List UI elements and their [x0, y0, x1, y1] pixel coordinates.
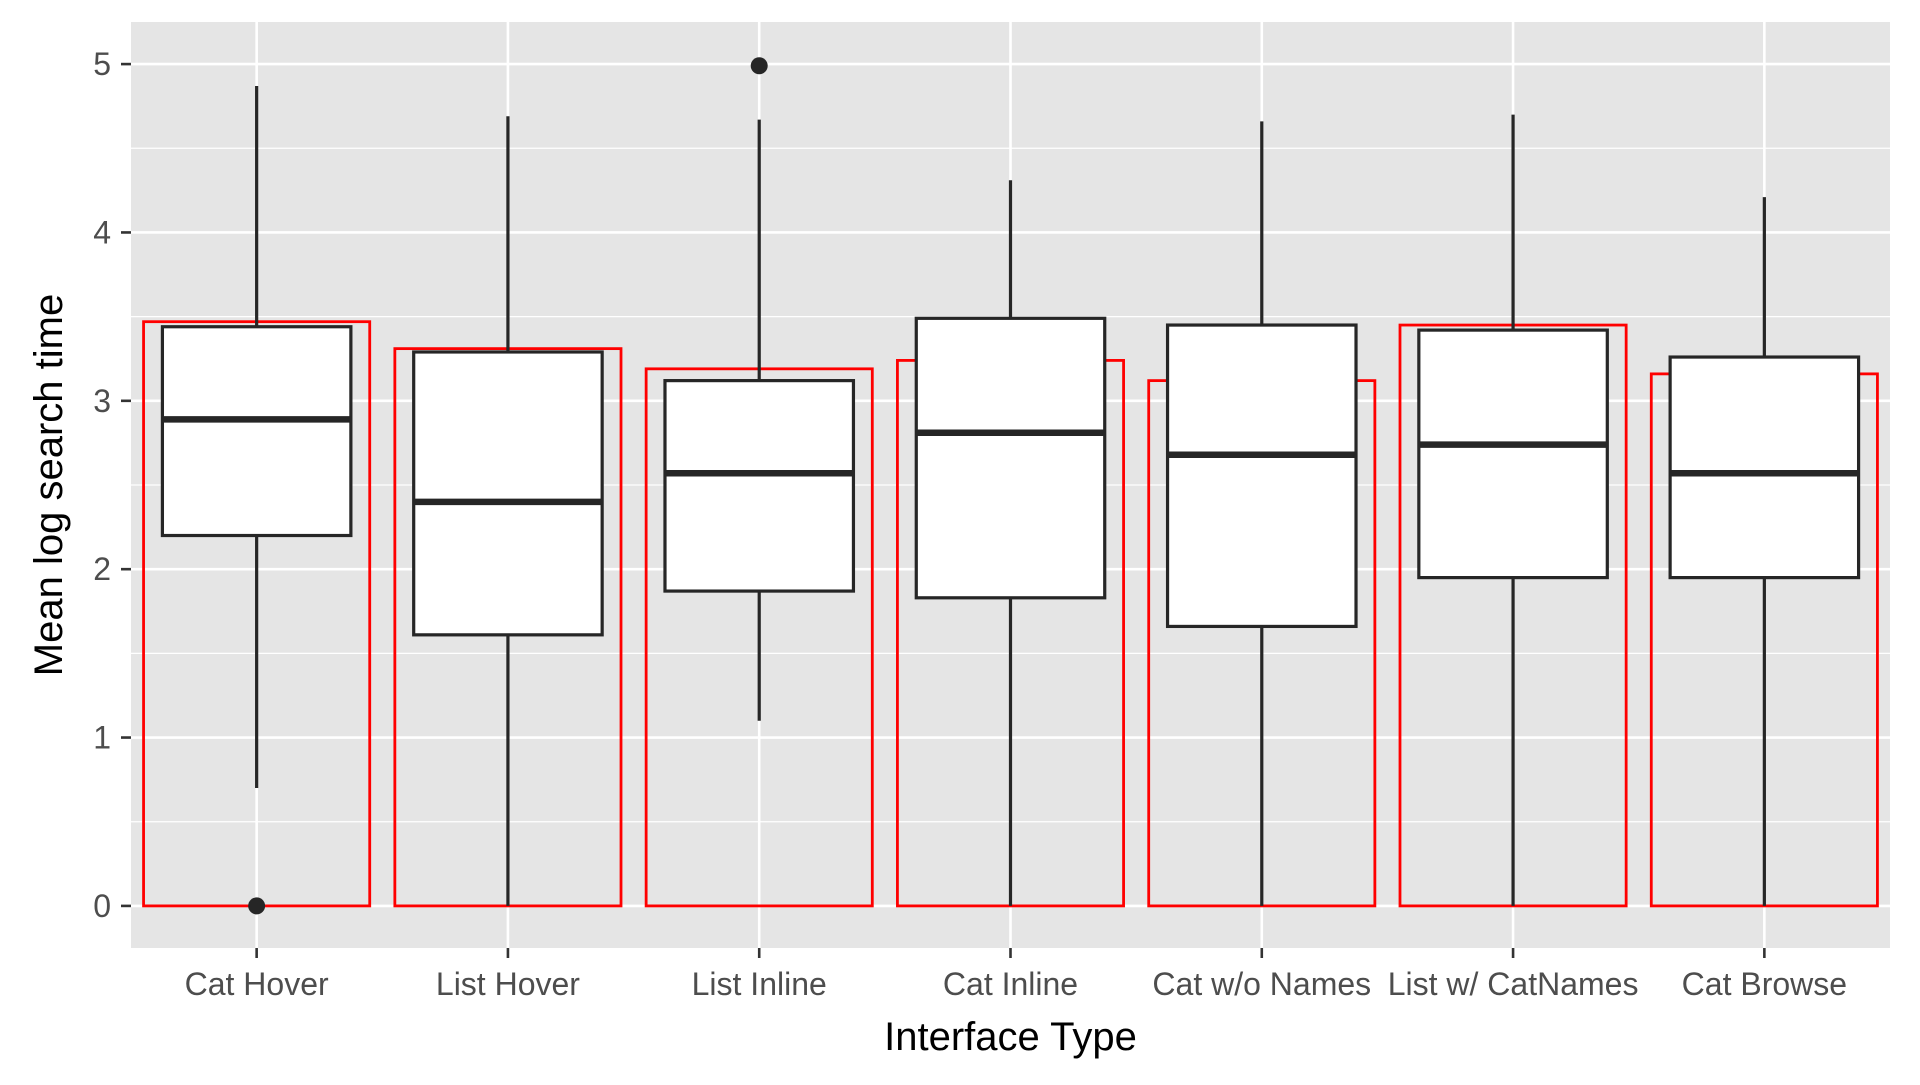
- boxes: [160, 57, 1861, 915]
- y-tick-label: 3: [93, 383, 111, 419]
- y-axis-title: Mean log search time: [27, 294, 71, 676]
- outlier-point: [248, 897, 266, 915]
- y-tick-label: 2: [93, 551, 111, 587]
- x-tick-label: Cat Browse: [1682, 966, 1847, 1002]
- x-tick-label: List w/ CatNames: [1388, 966, 1639, 1002]
- y-axis: 0 1 2 3 4 5: [93, 46, 131, 924]
- box-iqr: [160, 325, 353, 538]
- x-axis: Cat Hover List Hover List Inline Cat Inline…: [185, 948, 1847, 1002]
- outlier-point: [750, 57, 768, 75]
- x-tick-label: Cat Hover: [185, 966, 329, 1002]
- y-tick-label: 0: [93, 888, 111, 924]
- x-axis-title: Interface Type: [884, 1015, 1137, 1059]
- y-tick-label: 1: [93, 720, 111, 756]
- box-iqr: [663, 379, 856, 593]
- x-tick-label: Cat w/o Names: [1152, 966, 1371, 1002]
- y-tick-label: 4: [93, 214, 111, 250]
- box-iqr: [1668, 355, 1861, 580]
- x-tick-label: Cat Inline: [943, 966, 1078, 1002]
- x-tick-label: List Hover: [436, 966, 580, 1002]
- box-iqr: [1165, 323, 1358, 629]
- box-iqr: [914, 316, 1107, 600]
- box-iqr: [1417, 328, 1609, 580]
- y-tick-label: 5: [93, 46, 111, 82]
- box-iqr: [412, 350, 604, 637]
- x-tick-label: List Inline: [692, 966, 827, 1002]
